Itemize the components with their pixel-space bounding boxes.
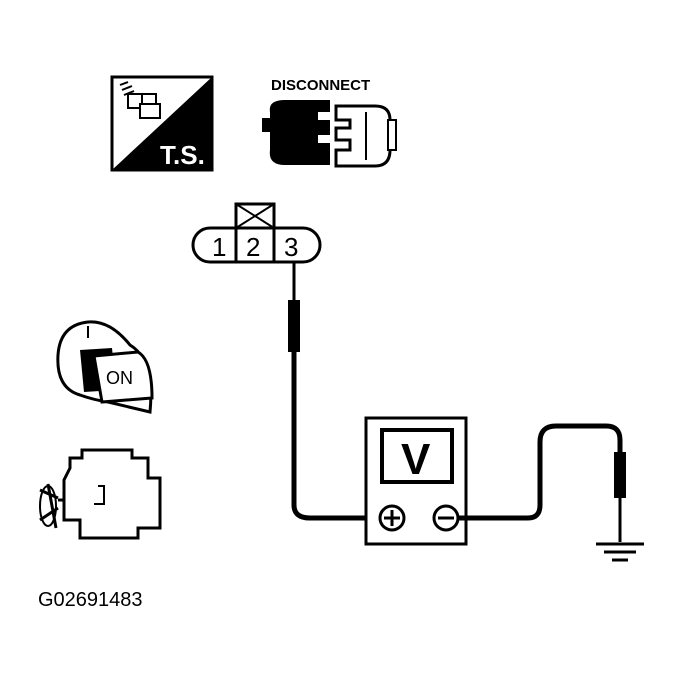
disconnect-icon: DISCONNECT: [262, 77, 397, 168]
ignition-on-icon: ON: [56, 320, 154, 414]
disconnect-label: DISCONNECT: [271, 77, 370, 94]
ground-icon: [596, 542, 644, 562]
pin-3-label: 3: [284, 232, 298, 262]
ts-label: T.S.: [160, 140, 205, 170]
meter-label: V: [401, 435, 431, 484]
connector: 1 2 3: [191, 202, 322, 264]
pin-1-label: 1: [212, 232, 226, 262]
voltmeter: V: [364, 416, 468, 546]
figure-id: G02691483: [38, 589, 143, 611]
engine-icon: [39, 448, 162, 540]
positive-lead: [288, 262, 380, 521]
negative-lead: [458, 423, 626, 542]
ts-icon: T.S.: [110, 75, 214, 172]
pin-2-label: 2: [246, 232, 260, 262]
ignition-label: ON: [106, 368, 133, 388]
